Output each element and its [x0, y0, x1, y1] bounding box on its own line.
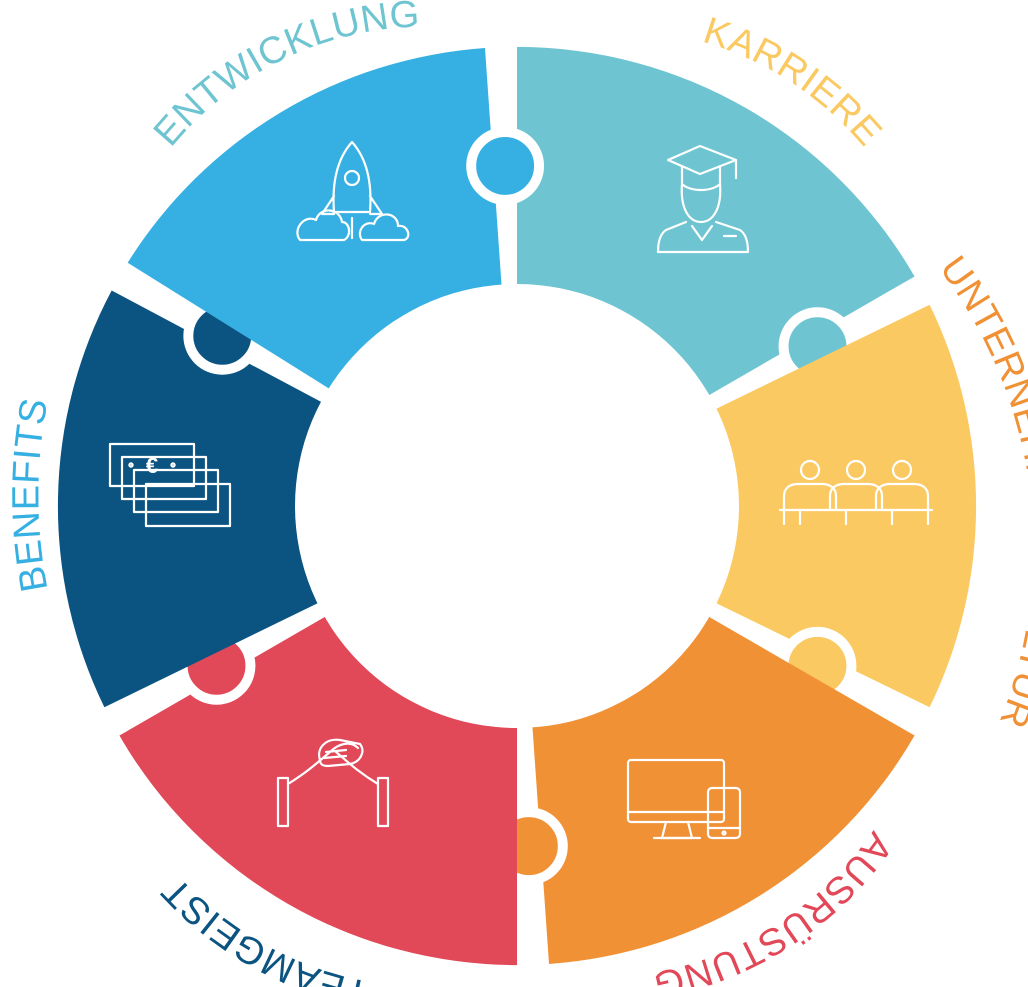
label-benefits: BENEFITS — [5, 395, 56, 595]
rocket-icon — [296, 140, 410, 242]
center-hole — [295, 284, 739, 728]
segment-karriere — [716, 304, 977, 708]
euro-symbol: € — [146, 453, 158, 478]
devices-icon — [626, 758, 742, 840]
team-meeting-icon — [778, 459, 934, 526]
puzzle-knob-benefits — [466, 126, 545, 205]
money-icon: € — [108, 442, 232, 528]
handshake-icon — [276, 738, 390, 828]
graduate-icon — [656, 144, 750, 254]
